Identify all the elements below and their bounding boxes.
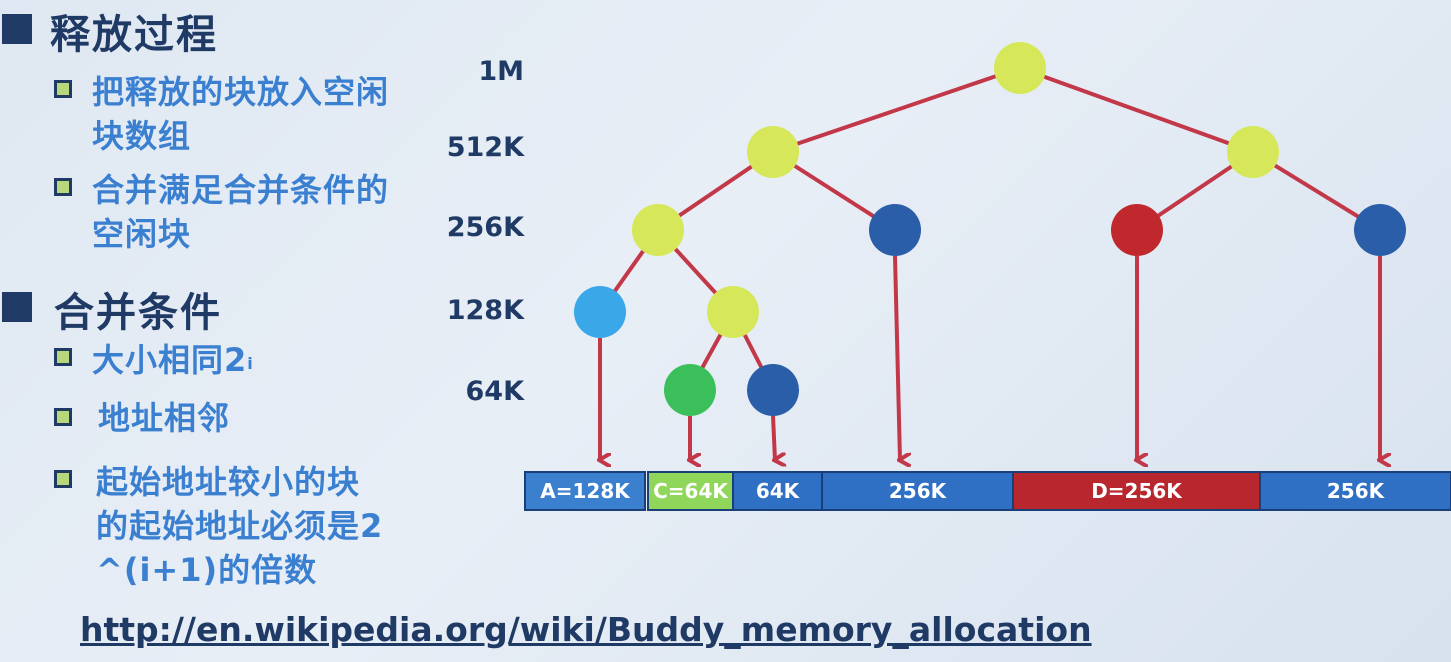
tree-edge	[772, 66, 1021, 154]
item-2-3-text: 起始地址较小的块的起始地址必须是2^(i+1)的倍数	[96, 463, 384, 589]
tree-nodes	[574, 42, 1406, 416]
tree-node-1m	[994, 42, 1046, 94]
memory-block-label: A=128K	[540, 479, 631, 503]
item-2-2-text: 地址相邻	[98, 399, 231, 437]
release-arrow	[771, 415, 775, 460]
tree-node-256k	[1111, 204, 1163, 256]
level-label-64k: 64K	[465, 376, 525, 407]
memory-block-rect	[821, 471, 1014, 511]
section-2-bullet	[2, 292, 32, 322]
item-2-1-label: 大小相同2	[92, 341, 248, 379]
item-1-2-bullet	[54, 178, 72, 196]
item-2-2-bullet	[54, 408, 72, 426]
section-1-bullet	[2, 14, 32, 44]
item-2-1-superscript: i	[247, 354, 254, 373]
item-2-3-bullet	[54, 470, 72, 488]
item-2-1-text: 大小相同2i	[92, 338, 392, 382]
tree-node-512k	[747, 126, 799, 178]
memory-block-label: 64K	[756, 479, 801, 503]
memory-block: A=128K	[524, 471, 646, 511]
tree-edge	[1019, 66, 1254, 154]
memory-block-rect	[524, 471, 646, 511]
memory-block: 256K	[821, 471, 1014, 511]
memory-block: 64K	[732, 471, 823, 511]
tree-node-64k	[664, 364, 716, 416]
tree-node-128k	[707, 286, 759, 338]
level-label-1m: 1M	[478, 56, 524, 87]
memory-block: D=256K	[1012, 471, 1261, 511]
tree-node-256k	[1354, 204, 1406, 256]
level-label-512k: 512K	[446, 132, 524, 163]
memory-block: 256K	[1259, 471, 1451, 511]
section-1-title: 释放过程	[50, 12, 218, 58]
memory-block-label: D=256K	[1091, 479, 1183, 503]
memory-block-label: 256K	[1327, 479, 1386, 503]
memory-block-rect	[647, 471, 734, 511]
tree-node-256k	[869, 204, 921, 256]
memory-block-label: C=64K	[653, 479, 729, 503]
memory-bar: A=128K C=64K 64K 256K D=256K 256K	[524, 471, 1451, 511]
memory-block-rect	[1012, 471, 1261, 511]
release-arrow	[893, 255, 900, 460]
tree-edges	[598, 66, 1382, 391]
level-label-256k: 256K	[446, 212, 524, 243]
item-1-1-text: 把释放的块放入空闲块数组	[92, 73, 390, 155]
wikipedia-link[interactable]: http://en.wikipedia.org/wiki/Buddy_memor…	[80, 610, 1092, 649]
release-arrows	[600, 255, 1380, 460]
level-label-128k: 128K	[446, 295, 524, 326]
section-2-title: 合并条件	[54, 290, 222, 336]
memory-block-rect	[1259, 471, 1451, 511]
memory-block: C=64K	[647, 471, 734, 511]
tree-node-512k	[1227, 126, 1279, 178]
tree-node-256k	[632, 204, 684, 256]
item-1-2-text: 合并满足合并条件的空闲块	[92, 171, 390, 253]
memory-block-label: 256K	[889, 479, 948, 503]
memory-block-rect	[732, 471, 823, 511]
item-2-1-bullet	[54, 348, 72, 366]
tree-node-64k	[747, 364, 799, 416]
item-1-1-bullet	[54, 80, 72, 98]
tree-node-128k	[574, 286, 626, 338]
